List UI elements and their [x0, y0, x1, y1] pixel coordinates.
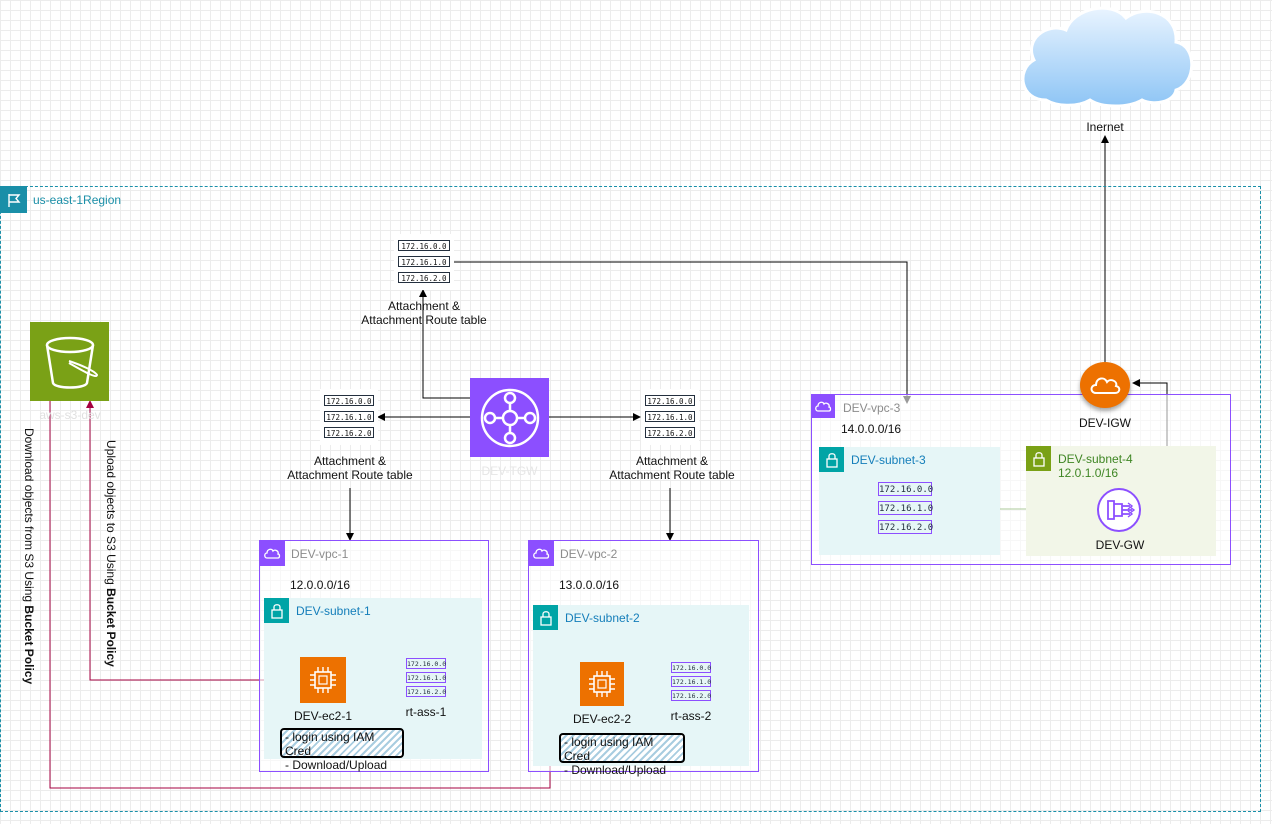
ec2-2-label: DEV-ec2-2 — [572, 712, 632, 726]
subnet-3-label: DEV-subnet-3 — [851, 453, 926, 467]
rt-ass-1-label: rt-ass-1 — [405, 705, 447, 719]
region-label: us-east-1Region — [33, 193, 122, 207]
lock-icon — [264, 598, 289, 623]
attachment-left-label: Attachment &Attachment Route table — [287, 454, 413, 482]
region-container — [0, 186, 1261, 812]
ec2-2-note: - login using IAM Cred- Download/Upload — [559, 733, 685, 777]
vpc-3-label: DEV-vpc-3 — [843, 401, 901, 415]
subnet-4-cidr: 12.0.1.0/16 — [1058, 466, 1119, 480]
vpc-1-cidr: 12.0.0.0/16 — [290, 578, 351, 592]
lock-icon — [533, 605, 558, 630]
download-policy-text: Download objects from S3 Using Bucket Po… — [22, 428, 36, 685]
flag-icon — [0, 186, 27, 213]
lock-icon — [1026, 446, 1051, 471]
upload-policy-text: Upload objects to S3 Using Bucket Policy — [104, 440, 118, 667]
vpc-cloud-icon — [528, 540, 554, 566]
s3-bucket-icon[interactable] — [30, 322, 109, 401]
rt-ass-1-icon[interactable]: 172.16.0.0 172.16.1.0 172.16.2.0 — [406, 658, 447, 697]
rt-ass-2-icon[interactable]: 172.16.0.0 172.16.1.0 172.16.2.0 — [671, 662, 712, 701]
ec2-1-note: - login using IAM Cred- Download/Upload — [280, 728, 404, 772]
internet-gateway-icon[interactable] — [1080, 362, 1130, 408]
internet-label: Inernet — [1086, 120, 1124, 134]
vpc-2-label: DEV-vpc-2 — [560, 547, 618, 561]
vpc-3-cidr: 14.0.0.0/16 — [841, 422, 902, 436]
ec2-1-label: DEV-ec2-1 — [293, 709, 353, 723]
internet-cloud-icon — [1021, 6, 1194, 108]
vpc-cloud-icon — [259, 540, 285, 566]
attachment-top-label: Attachment &Attachment Route table — [361, 299, 487, 327]
vpc-cloud-icon — [811, 394, 835, 418]
ec2-1-icon[interactable] — [300, 657, 346, 703]
subnet-3-route-table-icon[interactable]: 172.16.0.0 172.16.1.0 172.16.2.0 — [874, 480, 936, 538]
lock-icon — [819, 447, 844, 472]
vpc-2-cidr: 13.0.0.0/16 — [559, 578, 620, 592]
subnet-2-label: DEV-subnet-2 — [565, 611, 640, 625]
route-table-top-icon[interactable]: 172.16.0.0 172.16.1.0 172.16.2.0 — [394, 234, 454, 290]
gw-label: DEV-GW — [1095, 538, 1145, 552]
nat-gateway-icon[interactable] — [1096, 487, 1142, 533]
route-table-right-icon[interactable]: 172.16.0.0 172.16.1.0 172.16.2.0 — [641, 389, 699, 445]
rt-ass-2-label: rt-ass-2 — [670, 709, 712, 723]
igw-label: DEV-IGW — [1078, 416, 1131, 430]
subnet-4-label: DEV-subnet-4 — [1058, 452, 1133, 466]
attachment-right-label: Attachment &Attachment Route table — [609, 454, 735, 482]
route-table-left-icon[interactable]: 172.16.0.0 172.16.1.0 172.16.2.0 — [320, 389, 378, 445]
subnet-1-label: DEV-subnet-1 — [296, 604, 371, 618]
vpc-1-label: DEV-vpc-1 — [291, 547, 349, 561]
ec2-2-icon[interactable] — [580, 662, 624, 706]
transit-gateway-icon[interactable] — [470, 378, 549, 457]
s3-label: aws-s3-dev — [39, 408, 101, 422]
tgw-label: DEV-TGW — [481, 464, 538, 478]
